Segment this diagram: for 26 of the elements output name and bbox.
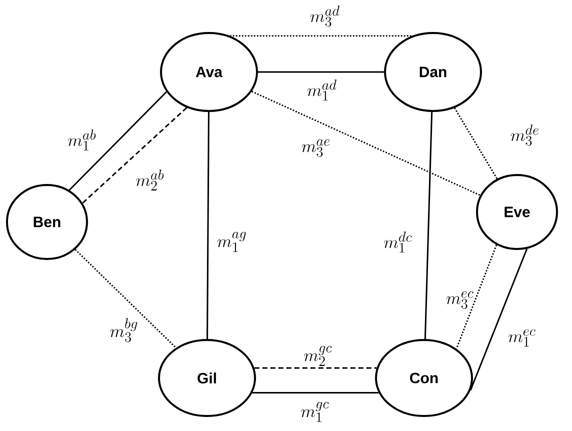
edge-label: $m_{2}^{gc}$ [304,346,332,366]
edge-label: $m_{3}^{ec}$ [446,291,474,309]
connector-line [206,112,210,339]
edge-label: $m_{1}^{gc}$ [301,402,329,422]
connector-line [230,35,412,37]
connector-line [74,249,177,348]
edge-label: $m_{3}^{ad}$ [310,6,340,27]
connector-line [252,392,379,394]
connector-line [82,107,188,204]
edge-label: $m_{3}^{bg}$ [110,318,138,342]
edge-label: $m_{3}^{ae}$ [302,139,330,157]
connector-line [68,91,167,191]
connector-line [470,248,528,391]
connector-line [252,90,480,196]
edge-label: $m_{3}^{de}$ [510,124,539,146]
connector-line [258,71,384,73]
edge-label: $m_{2}^{ab}$ [136,170,164,190]
edge-label: $m_{1}^{ad}$ [307,80,336,100]
edge-label: $m_{1}^{dc}$ [384,232,412,252]
connector-line [424,112,433,340]
connector-line [456,244,498,350]
connector-line [254,367,377,369]
edge-label: $m_{1}^{ec}$ [508,329,536,347]
edge-label: $m_{1}^{ab}$ [68,130,96,150]
edge-label: $m_{1}^{ag}$ [218,232,246,252]
connector-line [454,108,498,180]
